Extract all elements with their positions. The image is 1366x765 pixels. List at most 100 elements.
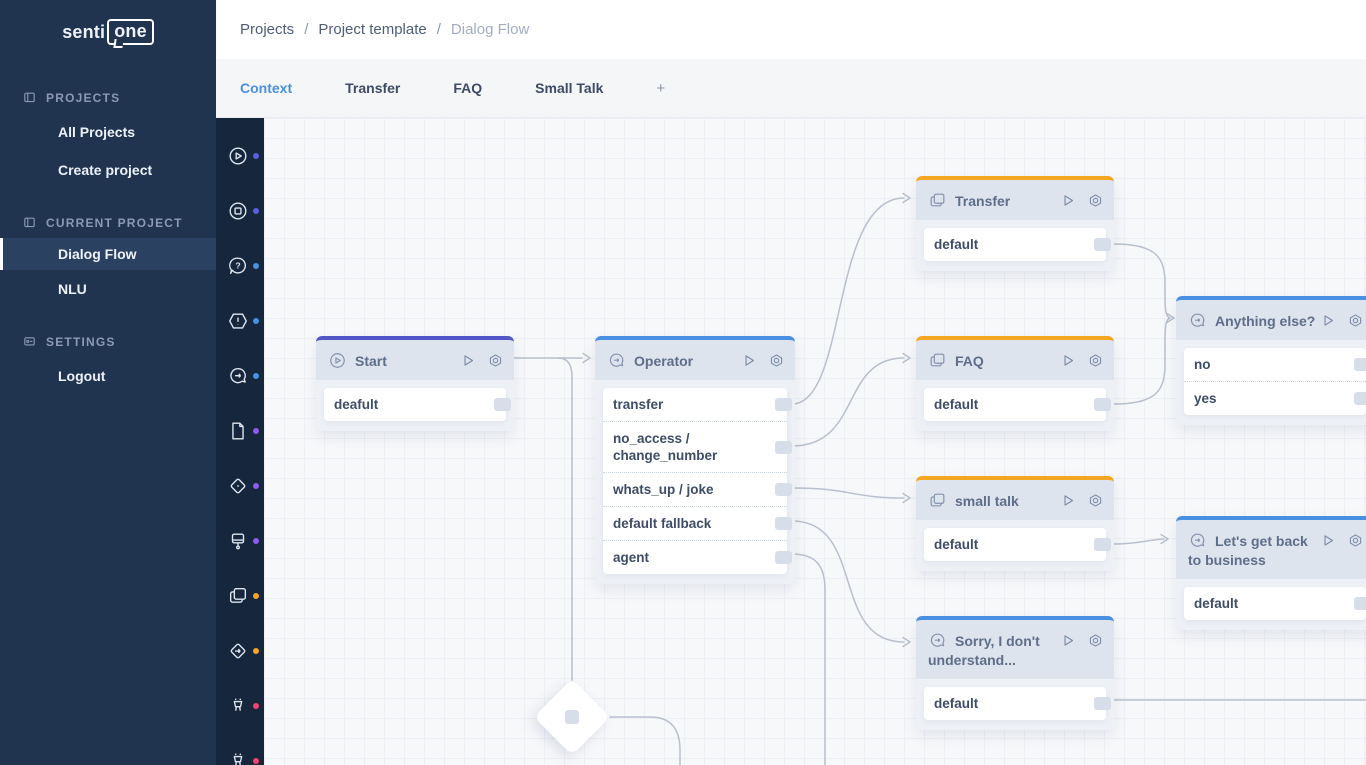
projects-icon	[22, 90, 37, 105]
node-start[interactable]: Start deafult	[316, 336, 514, 431]
node-header[interactable]: Operator	[595, 336, 795, 380]
run-node-button[interactable]	[1319, 312, 1336, 329]
output-port[interactable]	[1354, 358, 1366, 371]
output-port[interactable]	[1094, 697, 1111, 710]
edge-start-decision[interactable]	[558, 358, 572, 680]
node-header[interactable]: Transfer	[916, 176, 1114, 220]
chat-arrow-icon	[1188, 531, 1207, 550]
node-row[interactable]: default	[924, 228, 1106, 261]
node-settings-button[interactable]	[1087, 632, 1104, 649]
node-header[interactable]: Start	[316, 336, 514, 380]
node-settings-button[interactable]	[1347, 532, 1364, 549]
node-title: small talk	[955, 493, 1019, 509]
output-port[interactable]	[775, 398, 792, 411]
sidebar-item-nlu[interactable]: NLU	[0, 270, 216, 308]
edge-operator-smalltalk[interactable]	[792, 488, 904, 498]
output-port[interactable]	[775, 517, 792, 530]
run-node-button[interactable]	[740, 352, 757, 369]
edge-operator-transfer[interactable]	[792, 198, 904, 404]
sidebar-item-logout[interactable]: Logout	[0, 357, 216, 395]
toolbar-item-end[interactable]	[216, 183, 264, 238]
node-row[interactable]: default	[924, 528, 1106, 561]
output-port[interactable]	[775, 551, 792, 564]
node-row[interactable]: agent	[603, 540, 787, 574]
output-port[interactable]	[1094, 398, 1111, 411]
edge-operator-faq[interactable]	[792, 358, 904, 446]
toolbar-item-integration[interactable]	[216, 733, 264, 765]
tab-small-talk[interactable]: Small Talk	[535, 80, 603, 96]
node-header[interactable]: FAQ	[916, 336, 1114, 380]
output-port[interactable]	[1094, 538, 1111, 551]
node-header[interactable]: Anything else?	[1176, 296, 1366, 340]
node-operator[interactable]: Operator transfer no_access / change_num…	[595, 336, 795, 584]
node-header[interactable]: Let's get back to business	[1176, 516, 1366, 579]
breadcrumb-projects[interactable]: Projects	[240, 21, 294, 38]
output-port[interactable]	[494, 398, 511, 411]
node-transfer[interactable]: Transfer default	[916, 176, 1114, 271]
dialog-flow-canvas[interactable]: Start deafult Operator	[264, 118, 1366, 765]
run-node-button[interactable]	[1059, 192, 1076, 209]
node-settings-button[interactable]	[1087, 492, 1104, 509]
node-settings-button[interactable]	[487, 352, 504, 369]
sidebar-item-dialog-flow[interactable]: Dialog Flow	[0, 238, 216, 270]
question-node-icon	[227, 255, 249, 277]
edge-operator-agent-down[interactable]	[792, 554, 825, 765]
node-row[interactable]: default	[1184, 587, 1366, 620]
node-header[interactable]: Sorry, I don't understand...	[916, 616, 1114, 679]
node-row[interactable]: transfer	[603, 388, 787, 421]
edge-transfer-anything-else[interactable]	[1114, 244, 1170, 318]
run-node-button[interactable]	[1059, 492, 1076, 509]
node-row[interactable]: no_access / change_number	[603, 421, 787, 472]
node-row[interactable]: default	[924, 687, 1106, 720]
toolbar-item-question[interactable]	[216, 238, 264, 293]
settings-icon	[22, 334, 37, 349]
node-row[interactable]: whats_up / joke	[603, 472, 787, 506]
tab-context[interactable]: Context	[240, 80, 292, 96]
run-node-button[interactable]	[1319, 532, 1336, 549]
edge-smalltalk-back-to-business[interactable]	[1114, 539, 1164, 544]
node-settings-button[interactable]	[1347, 312, 1364, 329]
node-faq[interactable]: FAQ default	[916, 336, 1114, 431]
toolbar-item-redirect[interactable]	[216, 623, 264, 678]
output-port[interactable]	[775, 483, 792, 496]
node-row[interactable]: default	[924, 388, 1106, 421]
node-anything-else[interactable]: Anything else? no yes	[1176, 296, 1366, 425]
breadcrumb-project-template[interactable]: Project template	[318, 21, 426, 38]
node-sorry[interactable]: Sorry, I don't understand... default	[916, 616, 1114, 730]
toolbar-item-warning[interactable]	[216, 293, 264, 348]
run-node-button[interactable]	[1059, 632, 1076, 649]
toolbar-item-plug[interactable]	[216, 678, 264, 733]
output-port[interactable]	[1354, 392, 1366, 405]
node-row[interactable]: yes	[1184, 381, 1366, 415]
node-row[interactable]: no	[1184, 348, 1366, 381]
add-context-tab-button[interactable]: +	[656, 80, 665, 97]
toolbar-item-start[interactable]	[216, 128, 264, 183]
node-settings-button[interactable]	[1087, 192, 1104, 209]
edge-faq-anything-else[interactable]	[1114, 318, 1170, 404]
node-row[interactable]: deafult	[324, 388, 506, 421]
toolbar-item-paint[interactable]	[216, 513, 264, 568]
node-header[interactable]: small talk	[916, 476, 1114, 520]
run-node-button[interactable]	[1059, 352, 1076, 369]
chat-arrow-icon	[928, 631, 947, 650]
node-back-to-business[interactable]: Let's get back to business default	[1176, 516, 1366, 630]
output-port[interactable]	[775, 441, 792, 454]
sidebar-item-all-projects[interactable]: All Projects	[0, 113, 216, 151]
edge-operator-sorry[interactable]	[792, 521, 904, 642]
output-port[interactable]	[1094, 238, 1111, 251]
node-row[interactable]: default fallback	[603, 506, 787, 540]
tab-transfer[interactable]: Transfer	[345, 80, 400, 96]
sidebar-item-create-project[interactable]: Create project	[0, 151, 216, 189]
edge-decision-down[interactable]	[610, 717, 680, 765]
toolbar-item-decision[interactable]	[216, 458, 264, 513]
node-settings-button[interactable]	[1087, 352, 1104, 369]
node-small-talk[interactable]: small talk default	[916, 476, 1114, 571]
tab-faq[interactable]: FAQ	[453, 80, 482, 96]
toolbar-item-message[interactable]	[216, 348, 264, 403]
chat-arrow-icon	[1188, 311, 1207, 330]
toolbar-item-document[interactable]	[216, 403, 264, 458]
run-node-button[interactable]	[459, 352, 476, 369]
output-port[interactable]	[1354, 597, 1366, 610]
toolbar-item-cards[interactable]	[216, 568, 264, 623]
node-settings-button[interactable]	[768, 352, 785, 369]
